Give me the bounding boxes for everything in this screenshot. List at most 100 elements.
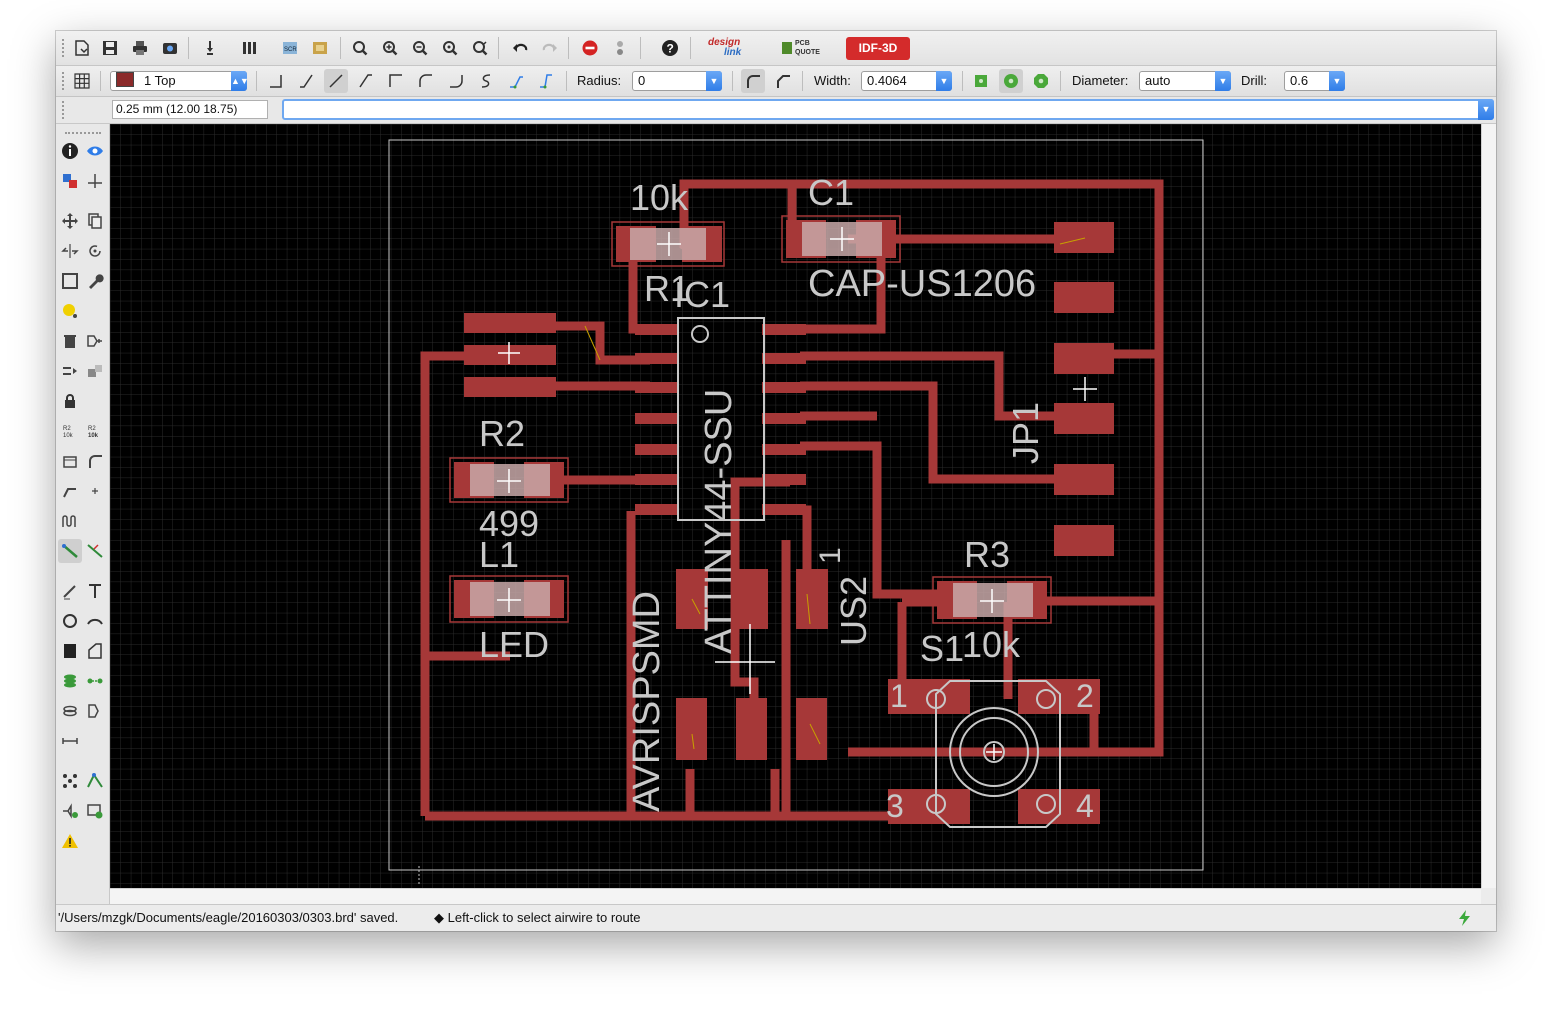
errors-warning-icon[interactable] (58, 829, 82, 853)
cam-processor-icon[interactable] (158, 36, 182, 60)
bend-style-3-icon[interactable] (354, 69, 378, 93)
toolbar-grip[interactable] (62, 101, 66, 119)
miter-corner-icon[interactable] (771, 69, 795, 93)
paste-icon[interactable] (58, 299, 82, 323)
vertical-scrollbar[interactable] (1481, 124, 1496, 888)
via-icon[interactable] (58, 669, 82, 693)
via-round-icon[interactable] (999, 69, 1023, 93)
toolbar-grip[interactable] (62, 72, 66, 90)
hole-icon[interactable] (58, 699, 82, 723)
layer-color-swatch (116, 72, 134, 87)
status-hint: ◆ Left-click to select airwire to route (434, 910, 641, 925)
zoom-select-icon[interactable] (468, 36, 492, 60)
bend-style-4-icon[interactable] (384, 69, 408, 93)
scr-icon[interactable]: SCR (278, 36, 302, 60)
route-icon[interactable] (58, 539, 82, 563)
add-icon[interactable] (83, 329, 107, 353)
rect-icon[interactable] (58, 639, 82, 663)
circle-icon[interactable] (58, 609, 82, 633)
chevron-down-icon: ▲▼ (231, 71, 249, 91)
rotate-icon[interactable] (83, 239, 107, 263)
follow-me-full-icon[interactable] (534, 69, 558, 93)
split-icon[interactable] (58, 479, 82, 503)
board-canvas[interactable]: 10k R1 C1 CAP-US1206 IC1 ATTINY44-SSU JP… (110, 124, 1481, 888)
zoom-redraw-icon[interactable] (438, 36, 462, 60)
save-icon[interactable] (98, 36, 122, 60)
ripup-icon[interactable] (83, 539, 107, 563)
zoom-fit-icon[interactable] (348, 36, 372, 60)
bend-style-1-icon[interactable] (294, 69, 318, 93)
attribute-icon[interactable] (83, 699, 107, 723)
help-icon[interactable]: ? (658, 36, 682, 60)
lightning-icon[interactable] (1456, 909, 1474, 927)
width-label: Width: (814, 73, 851, 88)
mirror-icon[interactable] (58, 239, 82, 263)
ratsnest-icon[interactable] (58, 769, 82, 793)
meander-icon[interactable] (58, 509, 82, 533)
chevron-down-icon[interactable]: ▼ (1478, 99, 1494, 120)
info-icon[interactable] (58, 139, 82, 163)
miter-icon[interactable] (83, 449, 107, 473)
lock-icon[interactable] (58, 389, 82, 413)
bend-style-6-icon[interactable] (444, 69, 468, 93)
delete-icon[interactable] (58, 329, 82, 353)
grid-icon[interactable] (70, 69, 94, 93)
idf-3d-button[interactable]: IDF-3D (846, 37, 910, 60)
pcb-quote-icon (782, 42, 792, 54)
layers-icon[interactable] (238, 36, 262, 60)
show-eye-icon[interactable] (83, 139, 107, 163)
diameter-input[interactable]: auto▼ (1139, 71, 1231, 91)
command-line-input[interactable]: ▼ (282, 99, 1494, 120)
optimize-icon[interactable] (83, 479, 107, 503)
radius-input[interactable]: 0▼ (632, 71, 722, 91)
wire-icon[interactable] (58, 579, 82, 603)
pcb-quote-button[interactable]: PCB QUOTE (782, 40, 822, 58)
round-corner-icon[interactable] (741, 69, 765, 93)
via-octagon-icon[interactable] (1029, 69, 1053, 93)
erc-icon[interactable] (58, 799, 82, 823)
redo-icon[interactable] (538, 36, 562, 60)
go-icon[interactable] (608, 36, 632, 60)
copy-icon[interactable] (83, 209, 107, 233)
horizontal-scrollbar[interactable] (110, 888, 1481, 904)
via-square-icon[interactable] (969, 69, 993, 93)
layer-select[interactable]: 1 Top ▲▼ (110, 71, 249, 91)
display-layers-icon[interactable] (58, 169, 82, 193)
undo-icon[interactable] (508, 36, 532, 60)
palette-grip[interactable] (65, 132, 101, 136)
change-wrench-icon[interactable] (83, 269, 107, 293)
polygon-icon[interactable] (83, 639, 107, 663)
toolbar-grip[interactable] (62, 39, 66, 57)
group-icon[interactable] (58, 269, 82, 293)
design-link-button[interactable]: design link (708, 38, 754, 60)
signal-icon[interactable] (83, 669, 107, 693)
zoom-in-icon[interactable] (378, 36, 402, 60)
print-icon[interactable] (128, 36, 152, 60)
width-input[interactable]: 0.4064▼ (861, 71, 952, 91)
drill-input[interactable]: 0.6▼ (1284, 71, 1345, 91)
stop-icon[interactable] (578, 36, 602, 60)
text-icon[interactable] (83, 579, 107, 603)
open-icon[interactable] (70, 36, 94, 60)
follow-me-icon[interactable] (504, 69, 528, 93)
bend-style-2-icon[interactable] (324, 69, 348, 93)
replace-icon[interactable] (83, 359, 107, 383)
move-icon[interactable] (58, 209, 82, 233)
script-icon[interactable] (198, 36, 222, 60)
autorouter-icon[interactable] (83, 769, 107, 793)
bend-style-0-icon[interactable] (264, 69, 288, 93)
zoom-out-icon[interactable] (408, 36, 432, 60)
ulp-icon[interactable] (308, 36, 332, 60)
pinswap-icon[interactable] (58, 359, 82, 383)
smash-icon[interactable] (58, 449, 82, 473)
svg-text:SCR: SCR (284, 47, 297, 53)
drc-icon[interactable] (83, 799, 107, 823)
mark-icon[interactable] (83, 169, 107, 193)
dimension-icon[interactable] (58, 729, 82, 753)
bend-style-7-icon[interactable] (474, 69, 498, 93)
arc-icon[interactable] (83, 609, 107, 633)
bend-style-5-icon[interactable] (414, 69, 438, 93)
